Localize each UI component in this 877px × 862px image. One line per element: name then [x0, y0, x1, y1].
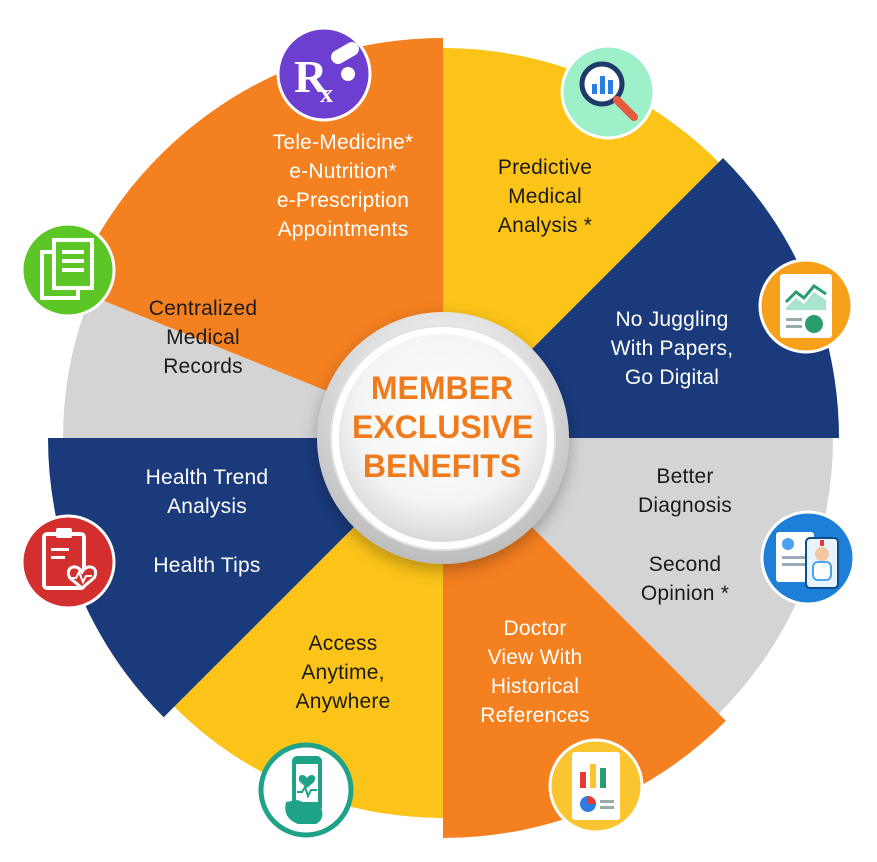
label-line: Health Trend: [145, 466, 269, 489]
label-line: Appointments: [277, 218, 409, 241]
label-line: Diagnosis: [637, 494, 732, 517]
center-hub: [317, 312, 569, 564]
segment-access-label: Access Anytime, Anywhere: [268, 629, 418, 716]
svg-text:x: x: [320, 79, 333, 108]
label-line: e-Nutrition*: [289, 160, 397, 183]
label-line: Analysis *: [497, 214, 593, 237]
segment-records-label: Centralized Medical Records: [118, 294, 288, 381]
label-line: Doctor: [503, 617, 567, 640]
segment-diagnosis-label: Better Diagnosis Second Opinion *: [610, 462, 760, 608]
label-line: Access: [308, 632, 378, 655]
doctor-tablet-icon: [760, 510, 856, 606]
label-line: e-Prescription: [276, 189, 410, 212]
center-title-line: MEMBER: [370, 370, 514, 406]
segment-predictive-label: Predictive Medical Analysis *: [470, 153, 620, 240]
documents-icon: [20, 222, 116, 318]
label-line: Historical: [490, 675, 580, 698]
center-title: MEMBER EXCLUSIVE BENEFITS: [352, 369, 534, 486]
label-line: Better: [656, 465, 714, 488]
center-title-line: BENEFITS: [362, 448, 522, 484]
label-line: No Juggling: [615, 308, 729, 331]
segment-trend-label: Health Trend Analysis Health Tips: [122, 463, 292, 580]
label-line: Predictive: [497, 156, 593, 179]
label-line: Analysis: [167, 495, 247, 518]
label-line: Health Tips: [153, 554, 261, 577]
label-line: Opinion *: [640, 582, 730, 605]
label-line: Records: [163, 355, 243, 378]
segment-telemedicine-label: Tele-Medicine* e-Nutrition* e-Prescripti…: [248, 128, 438, 244]
segment-digital-label: No Juggling With Papers, Go Digital: [592, 305, 752, 392]
report-charts-icon: [548, 738, 644, 834]
label-line: With Papers,: [610, 337, 734, 360]
health-clipboard-icon: [20, 514, 116, 610]
label-line: Anytime,: [301, 661, 385, 684]
rx-prescription-icon: R x: [276, 26, 372, 122]
label-line: Medical: [508, 185, 582, 208]
label-line: Medical: [166, 326, 240, 349]
label-line: Tele-Medicine*: [272, 131, 414, 154]
segment-doctor-label: Doctor View With Historical References: [460, 614, 610, 730]
center-title-line: EXCLUSIVE: [352, 409, 534, 445]
label-line: Go Digital: [624, 366, 720, 389]
svg-text:R: R: [294, 51, 328, 102]
label-line: Second: [648, 553, 722, 576]
analytics-magnifier-icon: [560, 44, 656, 140]
segment-telemedicine: [72, 38, 443, 438]
label-line: References: [480, 704, 590, 727]
label-line: Centralized: [148, 297, 258, 320]
label-line: View With: [487, 646, 583, 669]
label-line: Anywhere: [295, 690, 391, 713]
mobile-health-icon: [258, 742, 354, 838]
digital-report-icon: [758, 258, 854, 354]
